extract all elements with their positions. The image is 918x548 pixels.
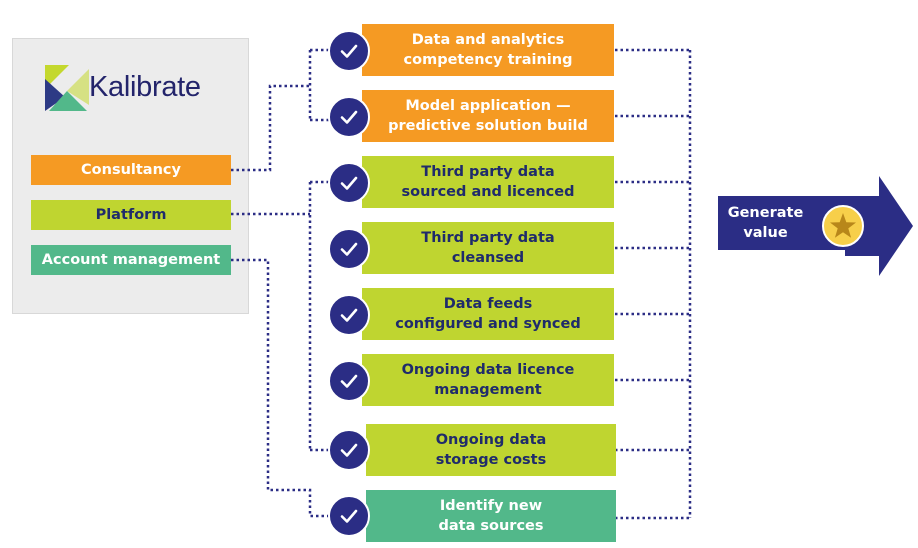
step-label-line2: sourced and licenced bbox=[401, 184, 575, 200]
step-data-feeds: Data feeds configured and synced bbox=[362, 288, 614, 340]
kalibrate-logo-mark-icon bbox=[45, 65, 89, 111]
checkmark-icon bbox=[328, 429, 370, 471]
step-data-analytics-training: Data and analytics competency training bbox=[362, 24, 614, 76]
category-platform: Platform bbox=[31, 200, 231, 230]
step-label-line2: data sources bbox=[438, 518, 544, 534]
step-label-line1: Identify new bbox=[439, 498, 543, 514]
step-label-line2: configured and synced bbox=[395, 316, 581, 332]
step-identify-new-sources: Identify new data sources bbox=[366, 490, 616, 542]
brand-name: Kalibrate bbox=[89, 71, 201, 103]
step-third-party-cleansed: Third party data cleansed bbox=[362, 222, 614, 274]
step-label-line1: Ongoing data licence bbox=[401, 362, 575, 378]
step-storage-costs: Ongoing data storage costs bbox=[366, 424, 616, 476]
category-account-management: Account management bbox=[31, 245, 231, 275]
generate-value-label: Generate value bbox=[718, 196, 813, 250]
step-label-line1: Data feeds bbox=[443, 296, 533, 312]
step-licence-management: Ongoing data licence management bbox=[362, 354, 614, 406]
star-icon bbox=[822, 205, 864, 247]
checkmark-icon bbox=[328, 30, 370, 72]
generate-value-line1: Generate bbox=[727, 205, 804, 221]
checkmark-icon bbox=[328, 96, 370, 138]
step-label-line1: Third party data bbox=[421, 230, 555, 246]
step-label-line2: management bbox=[434, 382, 542, 398]
category-account-label: Account management bbox=[41, 252, 221, 268]
step-model-application: Model application — predictive solution … bbox=[362, 90, 614, 142]
step-label-line2: cleansed bbox=[451, 250, 525, 266]
checkmark-icon bbox=[328, 294, 370, 336]
step-third-party-sourced: Third party data sourced and licenced bbox=[362, 156, 614, 208]
step-label-line2: competency training bbox=[403, 52, 573, 68]
category-consultancy: Consultancy bbox=[31, 155, 231, 185]
category-consultancy-label: Consultancy bbox=[81, 162, 181, 178]
checkmark-icon bbox=[328, 162, 370, 204]
step-label-line2: storage costs bbox=[435, 452, 547, 468]
step-label-line1: Model application — bbox=[405, 98, 571, 114]
category-platform-label: Platform bbox=[95, 207, 167, 223]
checkmark-icon bbox=[328, 360, 370, 402]
checkmark-icon bbox=[328, 495, 370, 537]
step-label-line1: Data and analytics bbox=[411, 32, 565, 48]
step-label-line1: Ongoing data bbox=[435, 432, 547, 448]
step-label-line1: Third party data bbox=[421, 164, 555, 180]
kalibrate-logo: Kalibrate bbox=[45, 65, 210, 111]
arrow-right-icon bbox=[845, 176, 913, 276]
checkmark-icon bbox=[328, 228, 370, 270]
step-label-line2: predictive solution build bbox=[388, 118, 588, 134]
generate-value-line2: value bbox=[743, 225, 788, 241]
